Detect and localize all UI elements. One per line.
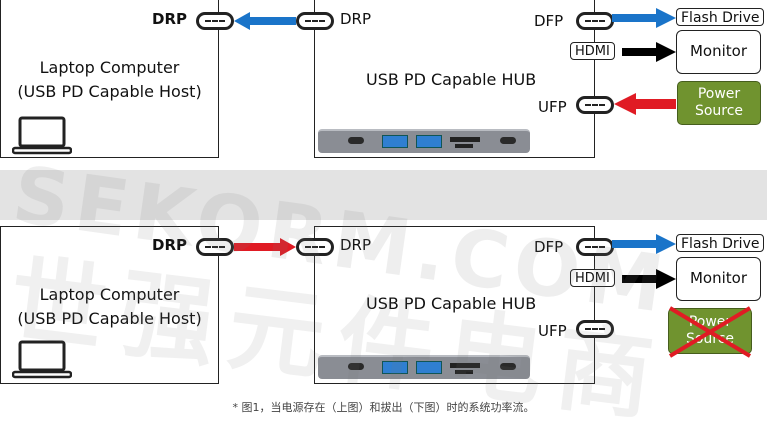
microsd-slot-icon (455, 144, 473, 148)
laptop-usbc-port-icon (196, 12, 234, 30)
laptop-port-label: DRP (152, 10, 187, 28)
usba-slot-icon (416, 135, 442, 148)
laptop-box (0, 226, 219, 384)
removed-x-icon (668, 306, 752, 358)
hub-ufp-port-icon (576, 320, 614, 338)
hdmi-port-label: HDMI (570, 42, 615, 60)
power-source-box: Power Source (677, 81, 761, 125)
flash-arrow (612, 234, 676, 254)
figure-caption: * 图1，当电源存在（上图）和拔出（下图）时的系统功率流。 (232, 401, 535, 414)
monitor-label: Monitor (689, 269, 748, 287)
laptop-subtitle: (USB PD Capable Host) (17, 309, 202, 328)
laptop-title: Laptop Computer (39, 285, 180, 304)
hub-dfp-port-icon (576, 12, 614, 30)
microsd-slot-icon (455, 370, 473, 374)
hub-ufp-label: UFP (538, 98, 567, 116)
panel-top: Laptop Computer (USB PD Capable Host) DR… (0, 0, 767, 200)
hub-dfp-label: DFP (534, 238, 564, 256)
usbc-slot-icon (500, 137, 516, 144)
hdmi-port-label: HDMI (570, 269, 615, 287)
laptop-usbc-port-icon (196, 238, 234, 256)
separator-band (0, 170, 767, 220)
monitor-label: Monitor (689, 42, 748, 60)
usbc-slot-icon (500, 363, 516, 370)
flash-drive-label: Flash Drive (676, 8, 765, 26)
hub-port-strip (318, 355, 530, 379)
laptop-box (0, 0, 219, 158)
monitor-box: Monitor (676, 30, 761, 74)
link-arrow-blue (234, 12, 296, 30)
hub-port-strip (318, 129, 530, 153)
power-source-label: Power Source (694, 86, 744, 119)
usbc-slot-icon (348, 137, 364, 144)
hub-ufp-label: UFP (538, 322, 567, 340)
sd-slot-icon (450, 137, 480, 142)
laptop-icon (12, 116, 72, 155)
panel-bottom: Laptop Computer (USB PD Capable Host) DR… (0, 226, 767, 386)
usba-slot-icon (382, 135, 408, 148)
usbc-slot-icon (348, 363, 364, 370)
hub-dfp-label: DFP (534, 12, 564, 30)
power-arrow-red (614, 93, 676, 115)
hub-title: USB PD Capable HUB (366, 70, 537, 89)
hub-title: USB PD Capable HUB (366, 294, 537, 313)
hdmi-arrow (622, 42, 676, 62)
usba-slot-icon (416, 361, 442, 374)
flash-arrow (612, 8, 676, 28)
laptop-icon (12, 340, 72, 379)
flash-drive-label: Flash Drive (676, 234, 765, 252)
sd-slot-icon (450, 363, 480, 368)
laptop-port-label: DRP (152, 236, 187, 254)
usba-slot-icon (382, 361, 408, 374)
link-arrow-red (234, 238, 296, 256)
monitor-box: Monitor (676, 257, 761, 301)
hub-ufp-port-icon (576, 96, 614, 114)
hub-upstream-port-label: DRP (340, 10, 372, 28)
hub-upstream-port-icon (296, 12, 334, 30)
hdmi-arrow (622, 269, 676, 289)
hub-upstream-port-icon (296, 238, 334, 256)
laptop-title: Laptop Computer (39, 58, 180, 77)
laptop-subtitle: (USB PD Capable Host) (17, 82, 202, 101)
hub-upstream-port-label: DRP (340, 236, 372, 254)
